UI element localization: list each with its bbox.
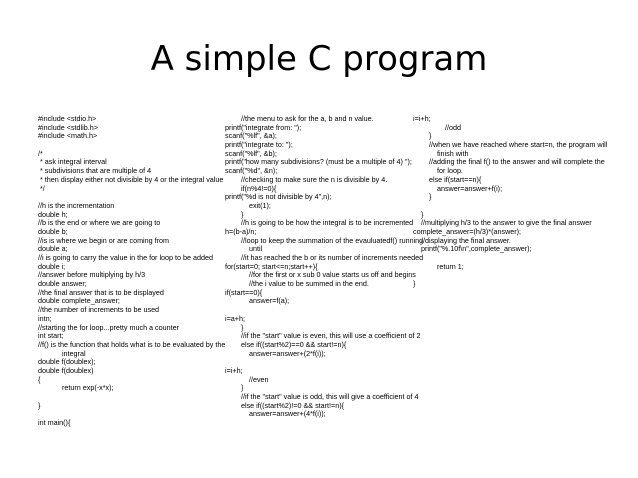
code-line: */: [38, 183, 45, 193]
code-line: //loop to keep the summation of the evau…: [225, 235, 424, 245]
code-line: //the menu to ask for the a, b and n val…: [225, 114, 374, 123]
code-line: return exp(-x*x);: [38, 383, 114, 393]
code-line: [38, 141, 218, 150]
code-line: //if the "start" value is even, this wil…: [225, 331, 421, 341]
code-line: double complete_answer;: [38, 296, 120, 306]
code-line: scanf("%d", &n);: [225, 166, 278, 176]
code-line: double b;: [38, 226, 68, 236]
code-line: }: [413, 192, 432, 202]
code-line: printf("integrate from: ");: [225, 122, 302, 132]
code-line: //h is the incrementation: [38, 200, 115, 210]
code-line: for loop.: [413, 166, 463, 176]
code-line: //h is going to be how the integral is t…: [225, 218, 414, 228]
code-line: //the number of increments to be used: [38, 305, 160, 315]
code-line: //the i value to be summed in the end.: [225, 279, 369, 289]
code-line: }: [225, 383, 244, 393]
code-column-1: #include <stdio.h>#include <stdlib.h>#in…: [38, 114, 226, 428]
code-line: answer=answer+(2*f(i));: [225, 348, 326, 358]
code-line: int start;: [38, 331, 64, 341]
code-line: scanf("%lf", &a);: [225, 131, 277, 141]
code-line: * ask integral interval: [38, 157, 107, 167]
code-line: //is is where we begin or are coming fro…: [38, 235, 170, 245]
code-line: //for the first or x sub 0 value starts …: [225, 270, 416, 280]
code-line: //if the "start" value is odd, this will…: [225, 392, 419, 401]
code-line: #include <stdlib.h>: [38, 122, 98, 132]
code-line: }: [413, 131, 432, 141]
code-line: //the final answer that is to be display…: [38, 287, 164, 297]
code-line: }: [413, 209, 424, 219]
code-line: //i is going to carry the value in the f…: [38, 253, 214, 262]
code-line: answer=answer+(4*f(i));: [225, 409, 326, 419]
code-line: //when we have reached where start=n, th…: [413, 140, 608, 150]
code-line: i=i+h;: [225, 365, 243, 375]
code-line: {: [38, 374, 41, 384]
code-line: //answer before multiplying by h/3: [38, 270, 146, 280]
code-line: #include <math.h>: [38, 131, 98, 141]
code-line: //multiplying h/3 to the answer to give …: [413, 218, 592, 228]
code-line: }: [413, 279, 416, 289]
code-line: double f(doublex);: [38, 357, 96, 367]
code-line: for(start=0; start<=n;start++){: [225, 261, 318, 271]
code-line: exit(1);: [225, 200, 271, 210]
code-line: double answer;: [38, 279, 87, 289]
code-line: else if((start%2)!=0 && start!=n){: [225, 400, 345, 410]
code-line: double f(doublex): [38, 365, 94, 375]
code-line: double a;: [38, 244, 68, 254]
code-line: double h;: [38, 209, 68, 219]
code-line: finish with: [413, 148, 469, 158]
code-column-2: //the menu to ask for the a, b and n val…: [225, 114, 424, 419]
code-line: i=i+h;: [413, 114, 431, 123]
code-line: //displaying the final answer.: [413, 235, 511, 245]
code-line: }: [38, 400, 41, 410]
code-column-3: i=i+h; //odd } //when we have reached wh…: [413, 114, 608, 289]
code-line: //f() is the function that holds what is…: [38, 339, 226, 349]
code-line: complete_answer=(h/3)*(answer);: [413, 226, 522, 236]
code-line: [225, 306, 420, 315]
code-line: [413, 271, 608, 280]
code-line: }: [225, 209, 244, 219]
code-line: else if((start%2)==0 && start!=n){: [225, 339, 347, 349]
code-line: [413, 202, 608, 211]
code-line: /*: [38, 148, 43, 158]
code-line: if(n%4!=0){: [225, 183, 277, 193]
code-line: double i;: [38, 261, 66, 271]
code-line: printf("integrate to: ");: [225, 140, 293, 150]
code-line: if(start==0){: [225, 287, 263, 297]
code-line: scanf("%lf", &b);: [225, 148, 277, 158]
code-line: else if(start==n){: [413, 174, 482, 184]
slide-title: A simple C program: [150, 39, 488, 79]
code-line: * then display either not divisible by 4…: [38, 174, 224, 184]
code-line: answer=f(a);: [225, 296, 290, 306]
code-line: #include <stdio.h>: [38, 114, 97, 123]
code-line: i=a+h;: [225, 313, 245, 323]
code-line: [225, 358, 420, 367]
code-line: //checking to make sure the n is divisib…: [225, 174, 388, 184]
code-line: printf("%.10f\n",complete_answer);: [413, 244, 532, 254]
code-line: printf("%d is not divisible by 4",n);: [225, 192, 332, 202]
code-line: //it has reached the b or its number of …: [225, 253, 424, 262]
code-line: h=(b-a)/n;: [225, 226, 257, 236]
code-line: //b is the end or where we are going to: [38, 218, 161, 228]
code-line: [38, 393, 218, 402]
code-line: printf("how many subdivisions? (must be …: [225, 157, 412, 167]
code-line: }: [225, 322, 244, 332]
code-line: int main(){: [38, 418, 71, 428]
code-line: * subdivisions that are multiple of 4: [38, 166, 152, 176]
code-line: until: [225, 244, 263, 254]
code-line: return 1;: [413, 261, 464, 271]
code-line: integral: [38, 348, 86, 358]
code-line: //odd: [413, 122, 461, 132]
code-line: intn;: [38, 313, 52, 323]
code-line: //even: [225, 374, 269, 384]
code-line: //starting the for loop...pretty much a …: [38, 322, 180, 332]
code-line: //adding the final f() to the answer and…: [413, 157, 605, 167]
code-line: answer=answer+f(i);: [413, 183, 503, 193]
